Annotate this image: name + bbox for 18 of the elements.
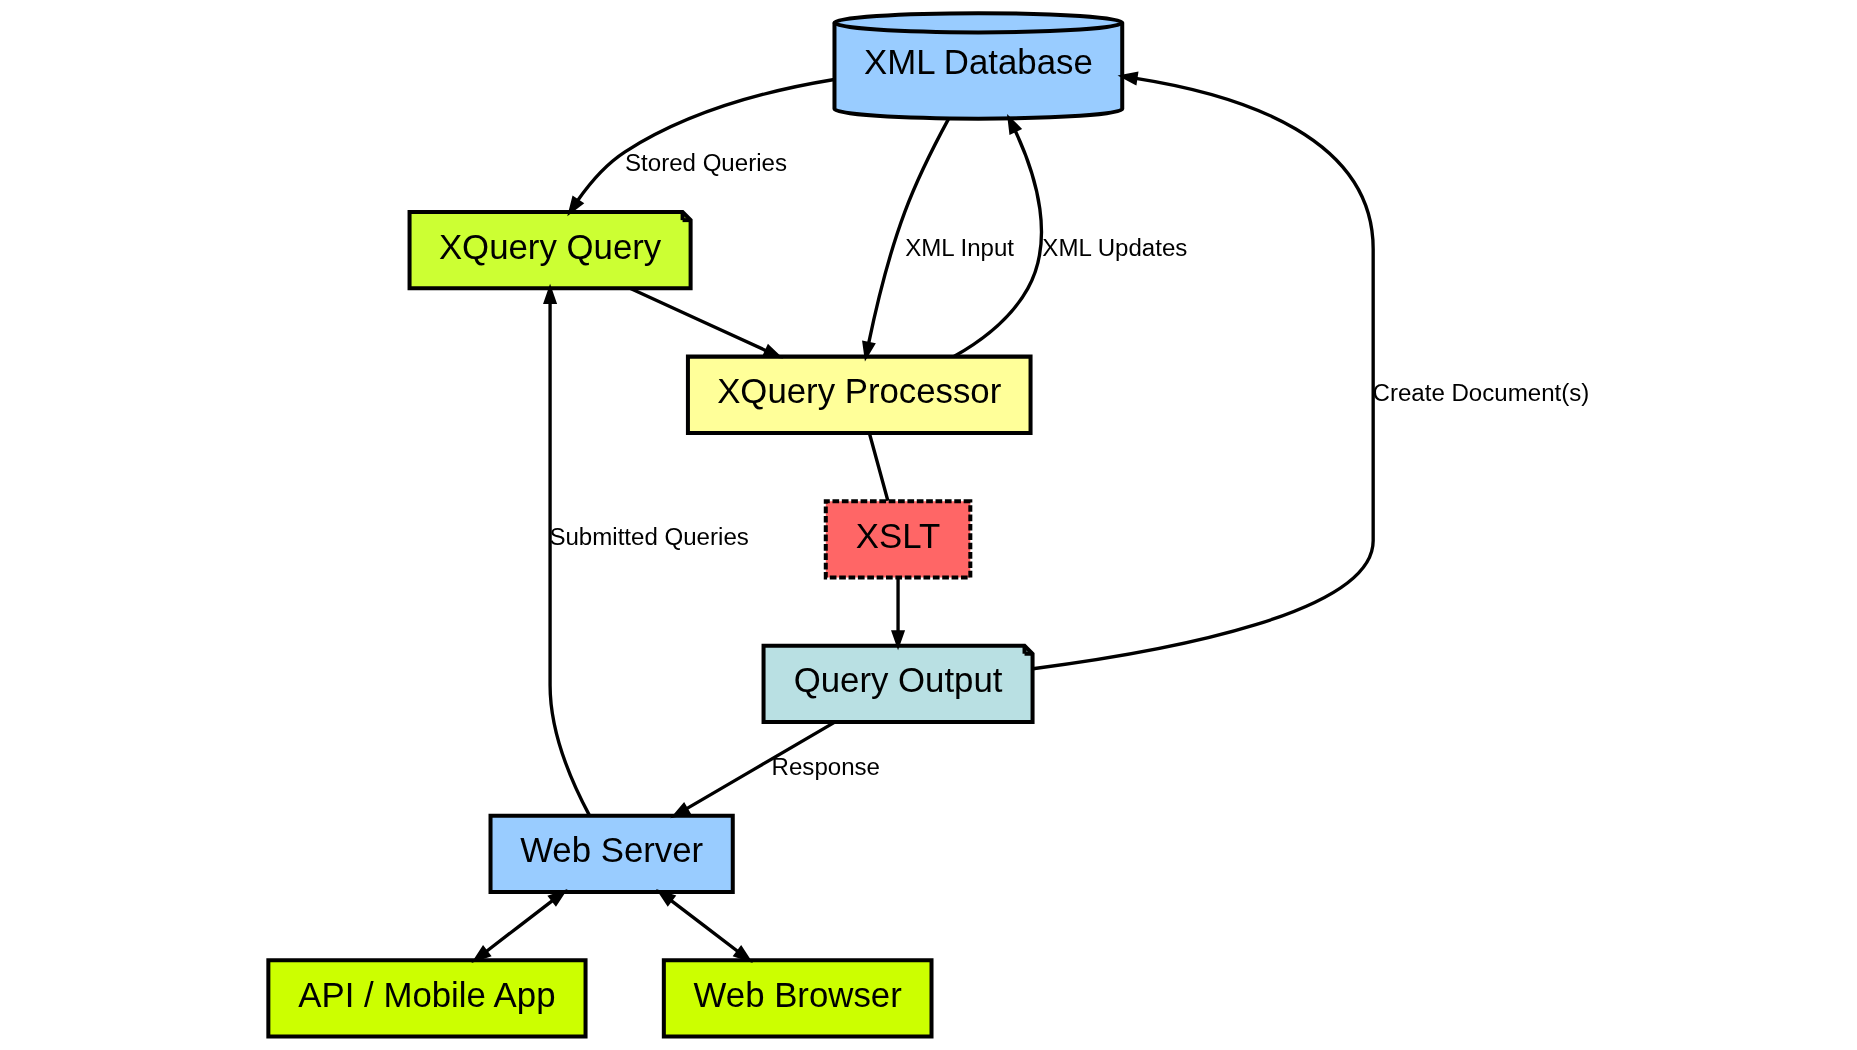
node-box: API / Mobile App: [266, 958, 588, 1039]
arrow: [471, 888, 568, 963]
edge-label: XML Updates: [1042, 234, 1188, 262]
connector: [867, 432, 890, 502]
node-box: Web Browser: [661, 958, 934, 1039]
arrow: [953, 113, 1044, 358]
node-box: XQuery Processor: [685, 354, 1033, 435]
arrow: [656, 889, 753, 963]
arrow: [862, 117, 951, 362]
arrow: [1032, 71, 1375, 671]
node-box: Web Server: [488, 813, 735, 894]
edge-label: XML Input: [905, 234, 1015, 262]
node-box: XSLT: [823, 499, 973, 580]
arrow: [543, 283, 591, 817]
arrow: [567, 77, 835, 217]
arrow: [891, 577, 906, 651]
edge-label: Stored Queries: [625, 149, 787, 177]
edge-label: Response: [771, 752, 880, 780]
